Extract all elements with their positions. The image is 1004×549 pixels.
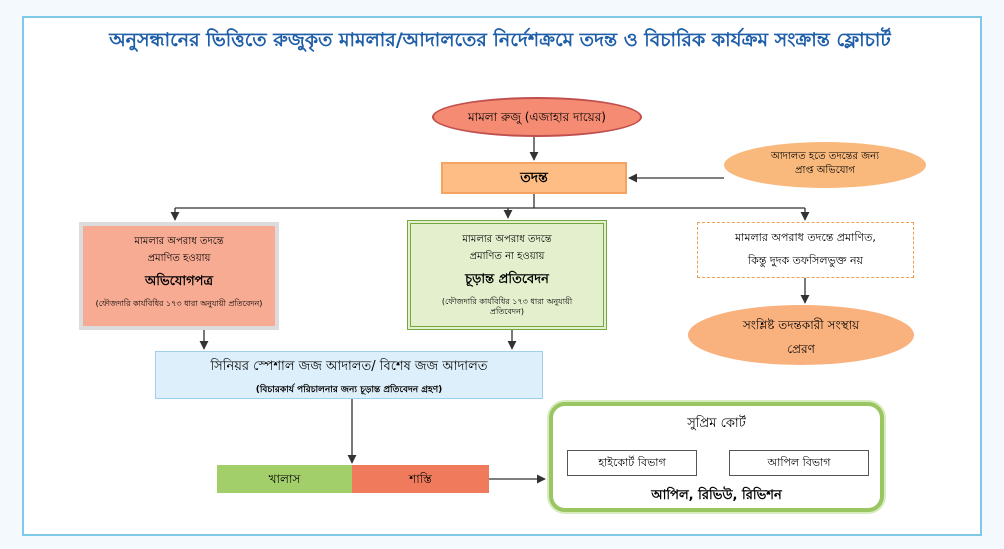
supreme-court-node: সুপ্রিম কোর্ট হাইকোর্ট বিভাগ আপিল বিভাগ …: [549, 402, 884, 512]
remedies-label: আপিল, রিভিউ, রিভিশন: [651, 488, 782, 503]
appellate-division-node: আপিল বিভাগ: [729, 450, 869, 476]
final-report-node: মামলার অপরাধ তদন্তে প্রমাণিত না হওয়ায় …: [407, 220, 607, 330]
non-acc-schedule-node: মামলার অপরাধ তদন্তে প্রমাণিত, কিন্তু দুদ…: [697, 222, 914, 278]
investigation-node: তদন্ত: [441, 162, 627, 194]
acquittal-node: খালাস: [217, 465, 352, 493]
court-complaint-node: আদালত হতে তদন্তের জন্য প্রাপ্ত অভিযোগ: [724, 142, 926, 188]
case-filed-node: মামলা রুজু (এজাহার দায়ের): [432, 97, 642, 137]
supreme-court-title: সুপ্রিম কোর্ট: [687, 416, 746, 431]
punishment-node: শাস্তি: [352, 465, 489, 493]
send-to-agency-node: সংশ্লিষ্ট তদন্তকারী সংস্থায় প্রেরণ: [688, 305, 914, 365]
chart-title: অনুসন্ধানের ভিত্তিতে রুজুকৃত মামলার/আদাল…: [109, 29, 891, 51]
chargesheet-node: মামলার অপরাধ তদন্তে প্রমাণিত হওয়ায় অভি…: [79, 222, 279, 330]
high-court-division-node: হাইকোর্ট বিভাগ: [567, 450, 697, 476]
special-judge-court-node: সিনিয়র স্পেশাল জজ আদালত/ বিশেষ জজ আদালত…: [155, 351, 543, 399]
